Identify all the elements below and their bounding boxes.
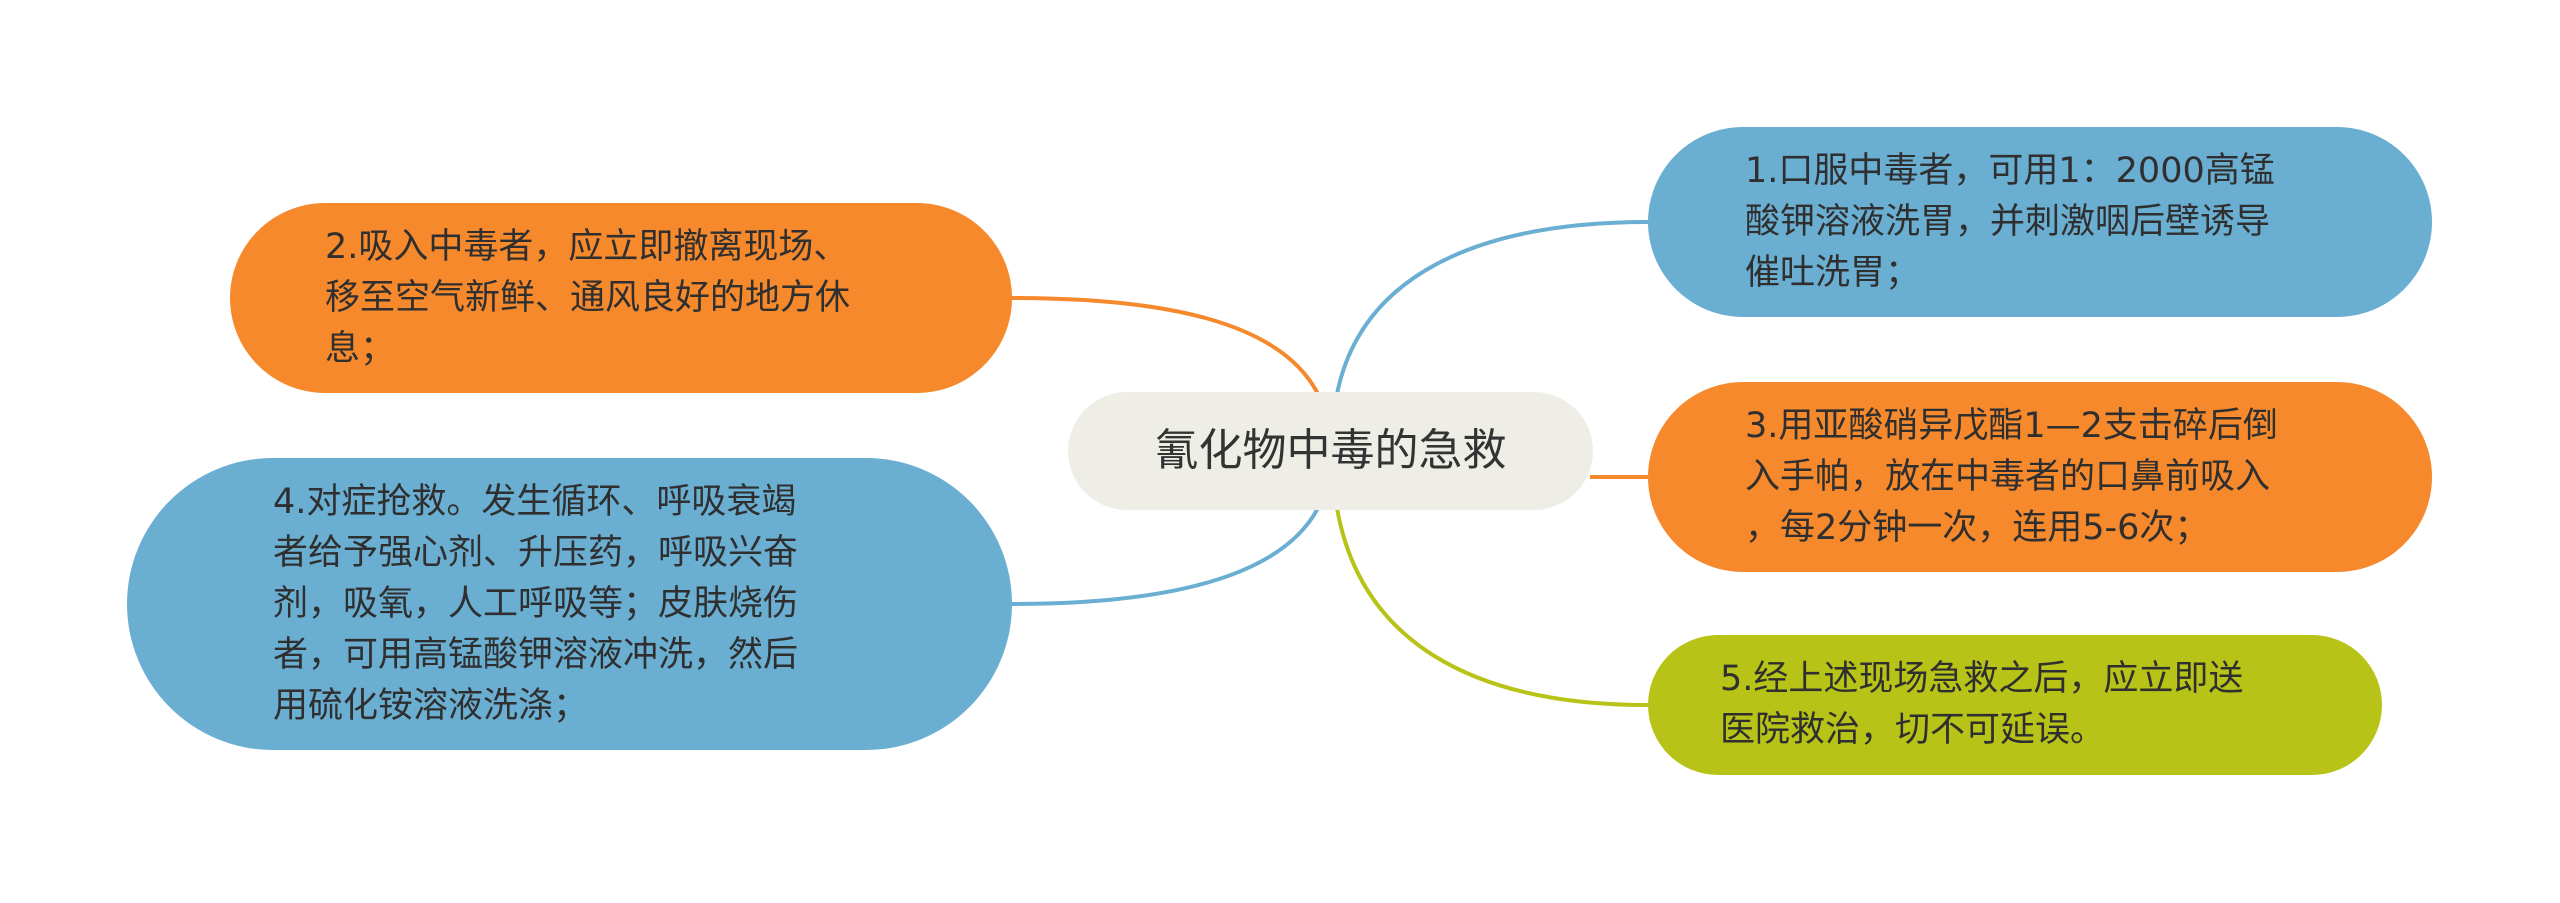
topic-label: 1.口服中毒者，可用1：2000高锰 酸钾溶液洗胃，并刺激咽后壁诱导 催吐洗胃； (1745, 150, 2275, 293)
topic-label: 5.经上述现场急救之后，应立即送 医院救治，切不可延误。 (1720, 659, 2244, 750)
connector-root-to-n1 (1335, 220, 1649, 395)
topic-oral-poisoning[interactable]: 1.口服中毒者，可用1：2000高锰 酸钾溶液洗胃，并刺激咽后壁诱导 催吐洗胃； (1648, 127, 2432, 317)
root-topic[interactable]: 氰化物中毒的急救 (1068, 392, 1593, 510)
topic-label: 3.用亚酸硝异戊酯1—2支击碎后倒 入手帕，放在中毒者的口鼻前吸入 ，每2分钟一… (1745, 405, 2278, 548)
topic-label: 2.吸入中毒者，应立即撤离现场、 移至空气新鲜、通风良好的地方休 息； (325, 226, 851, 369)
topic-symptomatic-rescue[interactable]: 4.对症抢救。发生循环、呼吸衰竭 者给予强心剂、升压药，呼吸兴奋 剂，吸氧，人工… (127, 458, 1012, 750)
topic-inhalation-poisoning[interactable]: 2.吸入中毒者，应立即撤离现场、 移至空气新鲜、通风良好的地方休 息； (230, 203, 1012, 393)
topic-label: 4.对症抢救。发生循环、呼吸衰竭 者给予强心剂、升压药，呼吸兴奋 剂，吸氧，人工… (273, 481, 799, 726)
connector-root-to-n2 (1011, 296, 1320, 395)
topic-send-to-hospital[interactable]: 5.经上述现场急救之后，应立即送 医院救治，切不可延误。 (1648, 635, 2382, 775)
root-topic-label: 氰化物中毒的急救 (1154, 425, 1507, 476)
topic-amyl-nitrite[interactable]: 3.用亚酸硝异戊酯1—2支击碎后倒 入手帕，放在中毒者的口鼻前吸入 ，每2分钟一… (1648, 382, 2432, 572)
connector-root-to-n4 (1011, 507, 1320, 606)
connector-root-to-n5 (1335, 507, 1649, 707)
